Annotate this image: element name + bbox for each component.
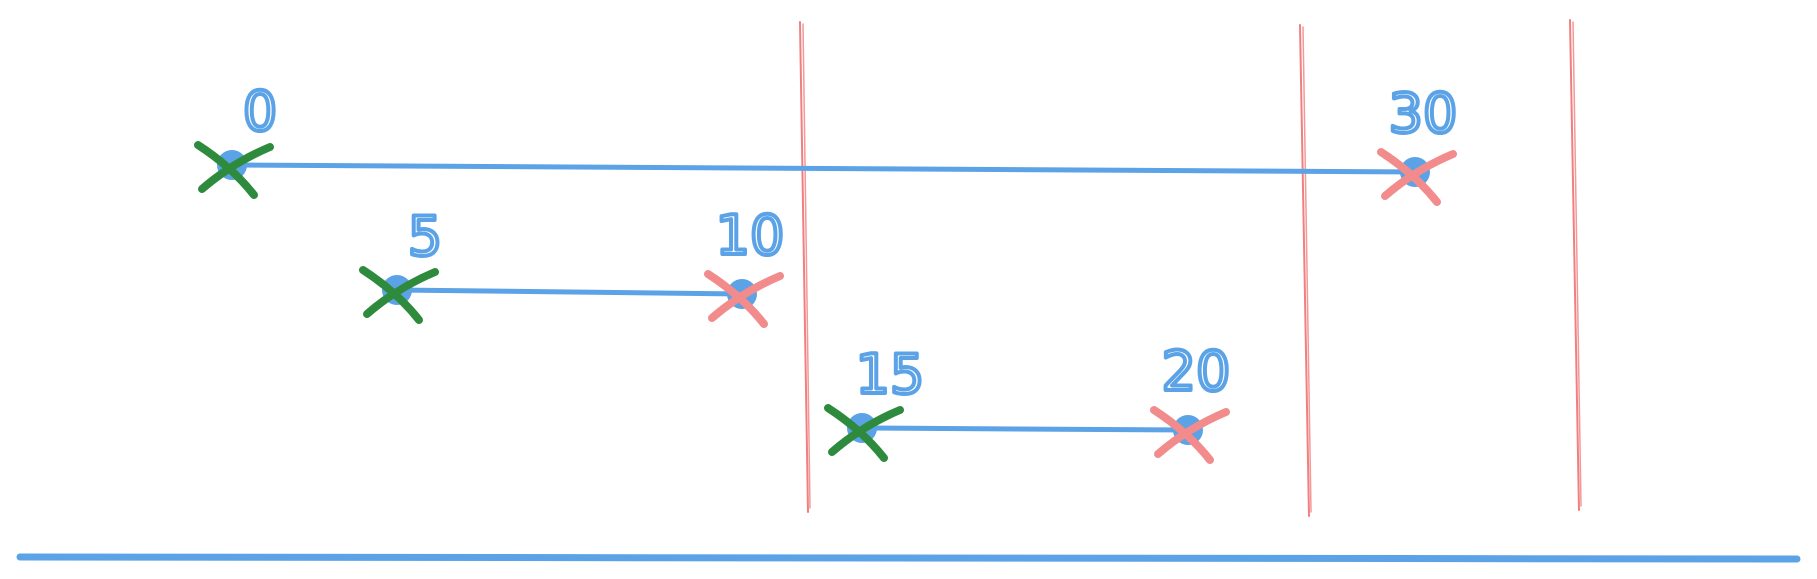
divider-line-2: [1299, 24, 1312, 517]
start-cross-mark: [359, 266, 439, 324]
start-value-label: 0: [243, 80, 277, 143]
start-cross-mark: [194, 141, 274, 199]
interval-line: [394, 287, 745, 297]
start-cross-mark: [824, 404, 904, 462]
interval-line: [229, 162, 1418, 175]
divider-line-1: [799, 21, 811, 513]
end-cross-mark: [704, 270, 784, 328]
start-value-label: 5: [408, 205, 442, 268]
interval-1: 0 30: [194, 78, 1459, 206]
end-value-label: 10: [716, 204, 785, 267]
start-value-label: 15: [856, 343, 925, 406]
interval-2: 5 10: [359, 202, 786, 328]
interval-line: [859, 425, 1191, 433]
baseline-axis: [16, 553, 1801, 563]
end-cross-mark: [1377, 148, 1457, 206]
end-value-label: 20: [1162, 340, 1231, 403]
divider-line-3: [1569, 19, 1582, 511]
end-cross-mark: [1150, 406, 1230, 464]
end-value-label: 30: [1389, 82, 1458, 145]
